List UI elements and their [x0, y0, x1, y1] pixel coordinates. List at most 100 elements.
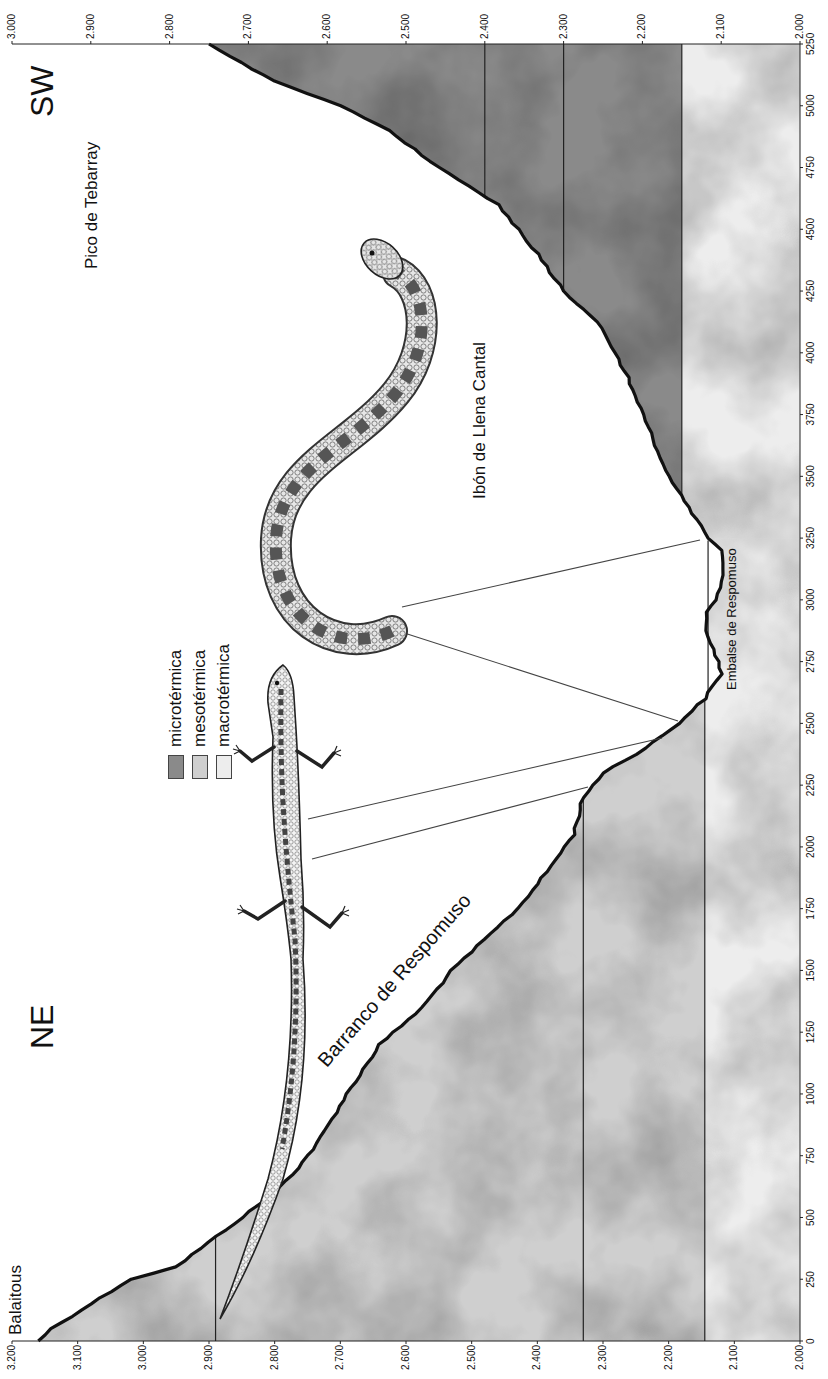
- distance-tick-label: 2500: [805, 712, 817, 734]
- legend-swatch: [168, 755, 184, 779]
- distance-tick-label: 2750: [805, 650, 817, 672]
- elevation-tick-label: 3.000: [137, 1345, 149, 1370]
- tick: [537, 1341, 538, 1344]
- elevation-tick-label: 2.900: [85, 14, 97, 39]
- elevation-tick-label: 3.100: [72, 1345, 84, 1370]
- bottom-axis: [800, 44, 801, 1341]
- tick: [800, 846, 803, 847]
- viper-eye: [370, 251, 375, 256]
- tick: [800, 661, 803, 662]
- distance-tick-label: 3000: [805, 589, 817, 611]
- tick: [274, 1341, 275, 1344]
- tick: [603, 1341, 604, 1344]
- lizard-stripe: [281, 689, 296, 1149]
- distance-tick-label: 250: [805, 1271, 817, 1288]
- elevation-tick-label: 2.400: [531, 1345, 543, 1370]
- elevation-tick-label: 2.400: [479, 14, 491, 39]
- elevation-tick-label: 2.000: [794, 1345, 806, 1370]
- compass-label: NE: [24, 1005, 61, 1049]
- peak-name: Pico de Tebarray: [82, 142, 102, 269]
- tick: [721, 41, 722, 44]
- leader-line: [312, 787, 588, 859]
- tick: [800, 105, 803, 106]
- leader-line: [308, 738, 662, 819]
- tick: [484, 41, 485, 44]
- elevation-tick-label: 3.000: [6, 14, 18, 39]
- lizard-legs: [240, 747, 342, 927]
- terrain-profile: [38, 44, 723, 1341]
- distance-tick-label: 3500: [805, 465, 817, 487]
- tick: [800, 167, 803, 168]
- distance-tick-label: 750: [805, 1148, 817, 1165]
- tick: [800, 908, 803, 909]
- tick: [800, 599, 803, 600]
- elevation-tick-label: 2.800: [269, 1345, 281, 1370]
- axis-frame: [12, 41, 803, 1344]
- tick: [800, 1155, 803, 1156]
- elevation-tick-label: 2.700: [334, 1345, 346, 1370]
- elevation-tick-label: 2.900: [203, 1345, 215, 1370]
- tick: [12, 1341, 13, 1344]
- tick: [406, 41, 407, 44]
- legend-swatch: [216, 755, 232, 779]
- tick: [800, 723, 803, 724]
- distance-tick-label: 500: [805, 1209, 817, 1226]
- distance-tick-label: 5250: [805, 33, 817, 55]
- viper-outline: [276, 273, 422, 639]
- tick: [800, 414, 803, 415]
- distance-tick-label: 3750: [805, 403, 817, 425]
- tick: [248, 41, 249, 44]
- tick: [563, 41, 564, 44]
- viper-head: [353, 231, 410, 287]
- zone-limits: [216, 44, 709, 1341]
- distance-tick-label: 1500: [805, 959, 817, 981]
- legend-text: microtérmica: [166, 650, 186, 747]
- tick: [800, 352, 803, 353]
- lizard-eye: [275, 681, 279, 685]
- elevation-tick-label: 2.200: [663, 1345, 675, 1370]
- tick: [209, 1341, 210, 1344]
- zone-lines: [216, 44, 705, 1341]
- tick: [734, 1341, 735, 1344]
- lizard-illustration: [220, 665, 349, 1319]
- tick: [12, 41, 13, 44]
- viper-blotches: [276, 273, 422, 639]
- zone-limit: [704, 538, 705, 1341]
- tick: [800, 1217, 803, 1218]
- distance-tick-label: 4500: [805, 218, 817, 240]
- elevation-tick-label: 2.100: [728, 1345, 740, 1370]
- legend-text: mesotérmica: [190, 650, 210, 747]
- tick: [90, 41, 91, 44]
- legend-text: macrotérmica: [214, 644, 234, 747]
- distance-tick-label: 1750: [805, 897, 817, 919]
- elevation-tick-label: 2.300: [558, 14, 570, 39]
- profile-line: [38, 44, 723, 1341]
- tick: [327, 41, 328, 44]
- lizard-body: [220, 665, 305, 1319]
- tick: [800, 538, 803, 539]
- distance-tick-label: 5000: [805, 95, 817, 117]
- distance-tick-label: 3250: [805, 527, 817, 549]
- tick: [800, 44, 803, 45]
- tick: [800, 970, 803, 971]
- peak-name: Balaitous: [6, 1265, 26, 1335]
- distance-tick-label: 2000: [805, 836, 817, 858]
- tick: [800, 1341, 803, 1342]
- zone-limit: [583, 538, 584, 1341]
- elevation-tick-label: 2.600: [321, 14, 333, 39]
- elevation-tick-label: 2.500: [400, 14, 412, 39]
- elevation-tick-label: 2.800: [164, 14, 176, 39]
- distance-tick-label: 4250: [805, 280, 817, 302]
- zone-limit: [681, 44, 682, 538]
- tick: [668, 1341, 669, 1344]
- tick: [800, 1093, 803, 1094]
- elevation-tick-label: 3.200: [6, 1345, 18, 1370]
- axis-lines: [12, 41, 803, 1344]
- distance-tick-label: 4750: [805, 156, 817, 178]
- distance-tick-label: 1250: [805, 1021, 817, 1043]
